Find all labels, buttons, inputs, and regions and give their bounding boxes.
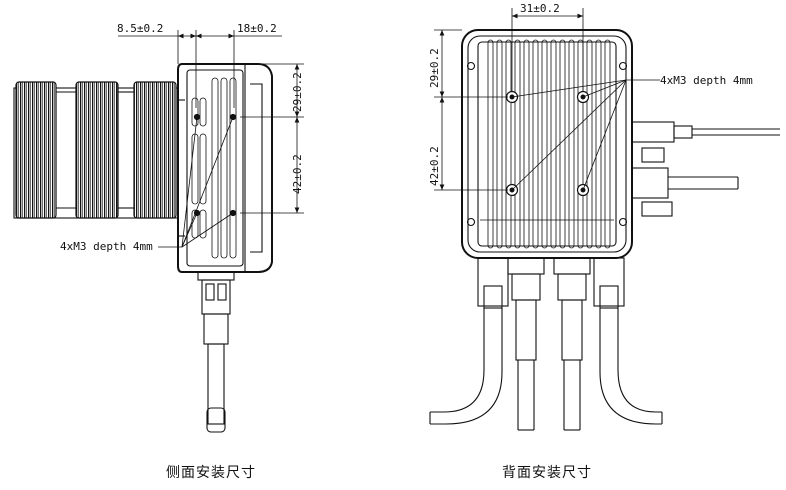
back-bottom-cables [429,257,663,431]
back-view: 31±0.2 29±0.2 42±0.2 4xM3 depth 4mm [428,2,780,431]
back-callout-thread: 4xM3 depth 4mm [660,74,753,87]
dim-label-8-5: 8.5±0.2 [117,22,163,35]
back-view-caption: 背面安装尺寸 [502,465,592,481]
side-dimensions [118,30,304,248]
dim-label-31: 31±0.2 [520,2,560,15]
side-camera-body [177,63,273,273]
dim-label-29-side: 29±0.2 [291,72,304,112]
back-side-cables [631,121,780,217]
lens [13,81,179,219]
dim-label-42-back: 42±0.2 [428,146,441,186]
side-view: 8.5±0.2 18±0.2 29±0.2 42±0.2 4xM3 depth … [13,22,304,433]
dim-label-42-side: 42±0.2 [291,154,304,194]
back-dimensions [434,8,660,191]
side-heatsink-fins [186,69,244,267]
dim-label-18: 18±0.2 [237,22,277,35]
back-heatsink-fins [480,39,614,249]
dim-label-29-back: 29±0.2 [428,48,441,88]
side-view-caption: 侧面安装尺寸 [166,465,256,481]
side-callout-thread: 4xM3 depth 4mm [60,240,153,253]
side-cable-connector [197,271,235,433]
back-mounting-holes [505,90,590,197]
